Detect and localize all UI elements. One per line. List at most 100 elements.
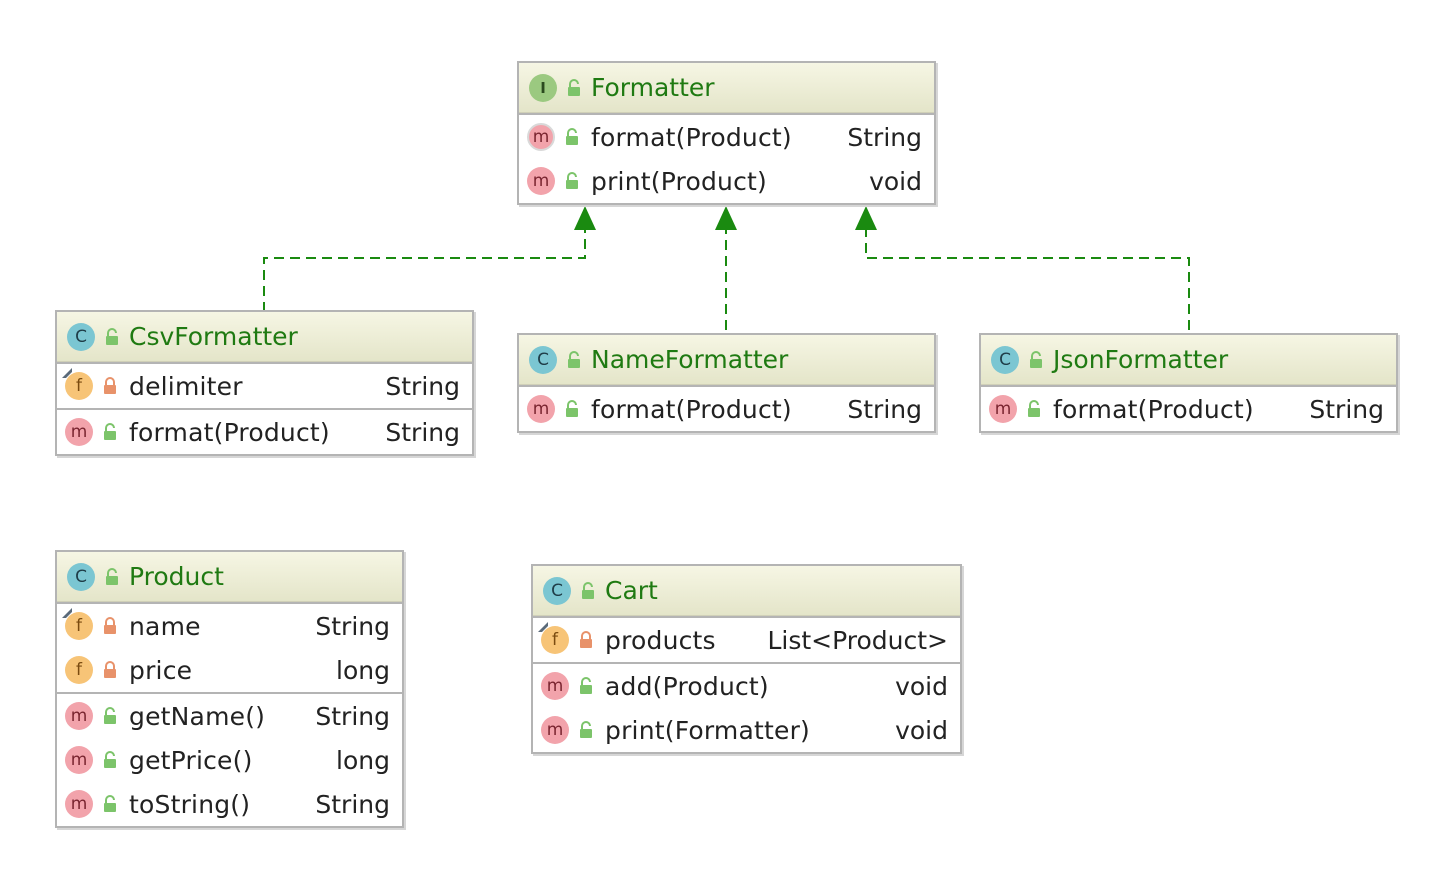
field-name: products <box>605 625 716 655</box>
field-row[interactable]: f name String <box>57 604 402 648</box>
class-title: NameFormatter <box>591 345 789 374</box>
public-lock-icon <box>106 327 118 345</box>
nameformatter-header: C NameFormatter <box>519 335 934 385</box>
class-title: Cart <box>605 576 658 605</box>
methods-section: m getName() String m getPrice() long m t… <box>57 692 402 826</box>
csv-arrowhead <box>574 206 596 230</box>
cart-header: C Cart <box>533 566 960 616</box>
final-marker-icon <box>62 368 72 378</box>
method-icon: m <box>989 395 1017 423</box>
private-lock-icon <box>104 617 116 634</box>
method-row[interactable]: m format(Product) String <box>981 387 1396 431</box>
public-lock-icon <box>104 707 116 724</box>
formatter-header: I Formatter <box>519 63 934 113</box>
field-name: price <box>129 655 193 685</box>
method-name: format(Product) <box>1053 394 1254 424</box>
method-row[interactable]: m format(Product) String <box>519 387 934 431</box>
public-lock-icon <box>1028 400 1040 417</box>
public-lock-icon <box>104 751 116 768</box>
method-row[interactable]: m getName() String <box>57 694 402 738</box>
method-name: print(Product) <box>591 166 767 196</box>
method-row[interactable]: m print(Product) void <box>519 159 934 203</box>
final-marker-icon <box>62 608 72 618</box>
method-row[interactable]: m format(Product) String <box>57 410 472 454</box>
csvformatter-header: C CsvFormatter <box>57 312 472 362</box>
interface-icon: I <box>529 73 557 102</box>
public-lock-icon <box>566 128 578 145</box>
class-icon: C <box>991 345 1019 374</box>
final-field-icon: f <box>62 368 93 400</box>
field-row[interactable]: f products List<Product> <box>533 618 960 662</box>
class-title: CsvFormatter <box>129 322 298 351</box>
method-type: String <box>315 701 390 731</box>
csv-implements-line <box>263 226 586 312</box>
field-type: List<Product> <box>767 625 948 655</box>
method-icon: m <box>65 790 93 818</box>
method-type: String <box>315 789 390 819</box>
method-type: String <box>1309 394 1384 424</box>
public-lock-icon <box>104 795 116 812</box>
method-type: void <box>869 166 922 196</box>
fields-section: f delimiter String <box>57 362 472 408</box>
json-implements-line <box>865 226 1190 330</box>
public-lock-icon <box>580 721 592 738</box>
field-name: name <box>129 611 201 641</box>
private-lock-icon <box>104 661 116 678</box>
class-title: Formatter <box>591 73 715 102</box>
method-row[interactable]: m format(Product) String <box>519 115 934 159</box>
abstract-method-icon: m <box>527 123 555 151</box>
method-icon: m <box>541 716 569 744</box>
method-type: String <box>847 394 922 424</box>
field-name: delimiter <box>129 371 243 401</box>
csvformatter-box[interactable]: C CsvFormatter f delimiter String m <box>55 310 474 456</box>
method-name: toString() <box>129 789 251 819</box>
method-type: String <box>847 122 922 152</box>
class-title: Product <box>129 562 224 591</box>
public-lock-icon <box>1030 350 1042 368</box>
cart-box[interactable]: C Cart f products List<Product> m <box>531 564 962 754</box>
method-icon: m <box>65 418 93 446</box>
class-title: JsonFormatter <box>1053 345 1229 374</box>
name-arrowhead <box>715 206 737 230</box>
product-box[interactable]: C Product f name String f <box>55 550 404 828</box>
method-name: getPrice() <box>129 745 253 775</box>
private-lock-icon <box>104 377 116 394</box>
field-row[interactable]: f delimiter String <box>57 364 472 408</box>
public-lock-icon <box>580 677 592 694</box>
public-lock-icon <box>582 581 594 599</box>
method-type: void <box>895 671 948 701</box>
class-icon: C <box>67 562 95 591</box>
fields-section: f name String f price long <box>57 602 402 692</box>
field-row[interactable]: f price long <box>57 648 402 692</box>
field-type: String <box>385 371 460 401</box>
formatter-box[interactable]: I Formatter m format(Product) String m p… <box>517 61 936 205</box>
final-field-icon: f <box>538 622 569 654</box>
method-name: add(Product) <box>605 671 769 701</box>
method-row[interactable]: m print(Formatter) void <box>533 708 960 752</box>
method-row[interactable]: m add(Product) void <box>533 664 960 708</box>
json-arrowhead <box>855 206 877 230</box>
field-icon: f <box>65 656 93 684</box>
nameformatter-box[interactable]: C NameFormatter m format(Product) String <box>517 333 936 433</box>
methods-section: m format(Product) String <box>981 385 1396 431</box>
method-name: format(Product) <box>129 417 330 447</box>
class-icon: C <box>543 576 571 605</box>
method-row[interactable]: m toString() String <box>57 782 402 826</box>
methods-section: m format(Product) String m print(Product… <box>519 113 934 203</box>
public-lock-icon <box>104 423 116 440</box>
fields-section: f products List<Product> <box>533 616 960 662</box>
method-row[interactable]: m getPrice() long <box>57 738 402 782</box>
method-type: long <box>336 745 390 775</box>
methods-section: m format(Product) String <box>519 385 934 431</box>
public-lock-icon <box>568 78 580 96</box>
method-name: format(Product) <box>591 122 792 152</box>
public-lock-icon <box>568 350 580 368</box>
class-icon: C <box>529 345 557 374</box>
final-field-icon: f <box>62 608 93 640</box>
method-icon: m <box>527 395 555 423</box>
private-lock-icon <box>580 631 592 648</box>
jsonformatter-box[interactable]: C JsonFormatter m format(Product) String <box>979 333 1398 433</box>
product-header: C Product <box>57 552 402 602</box>
public-lock-icon <box>106 567 118 585</box>
